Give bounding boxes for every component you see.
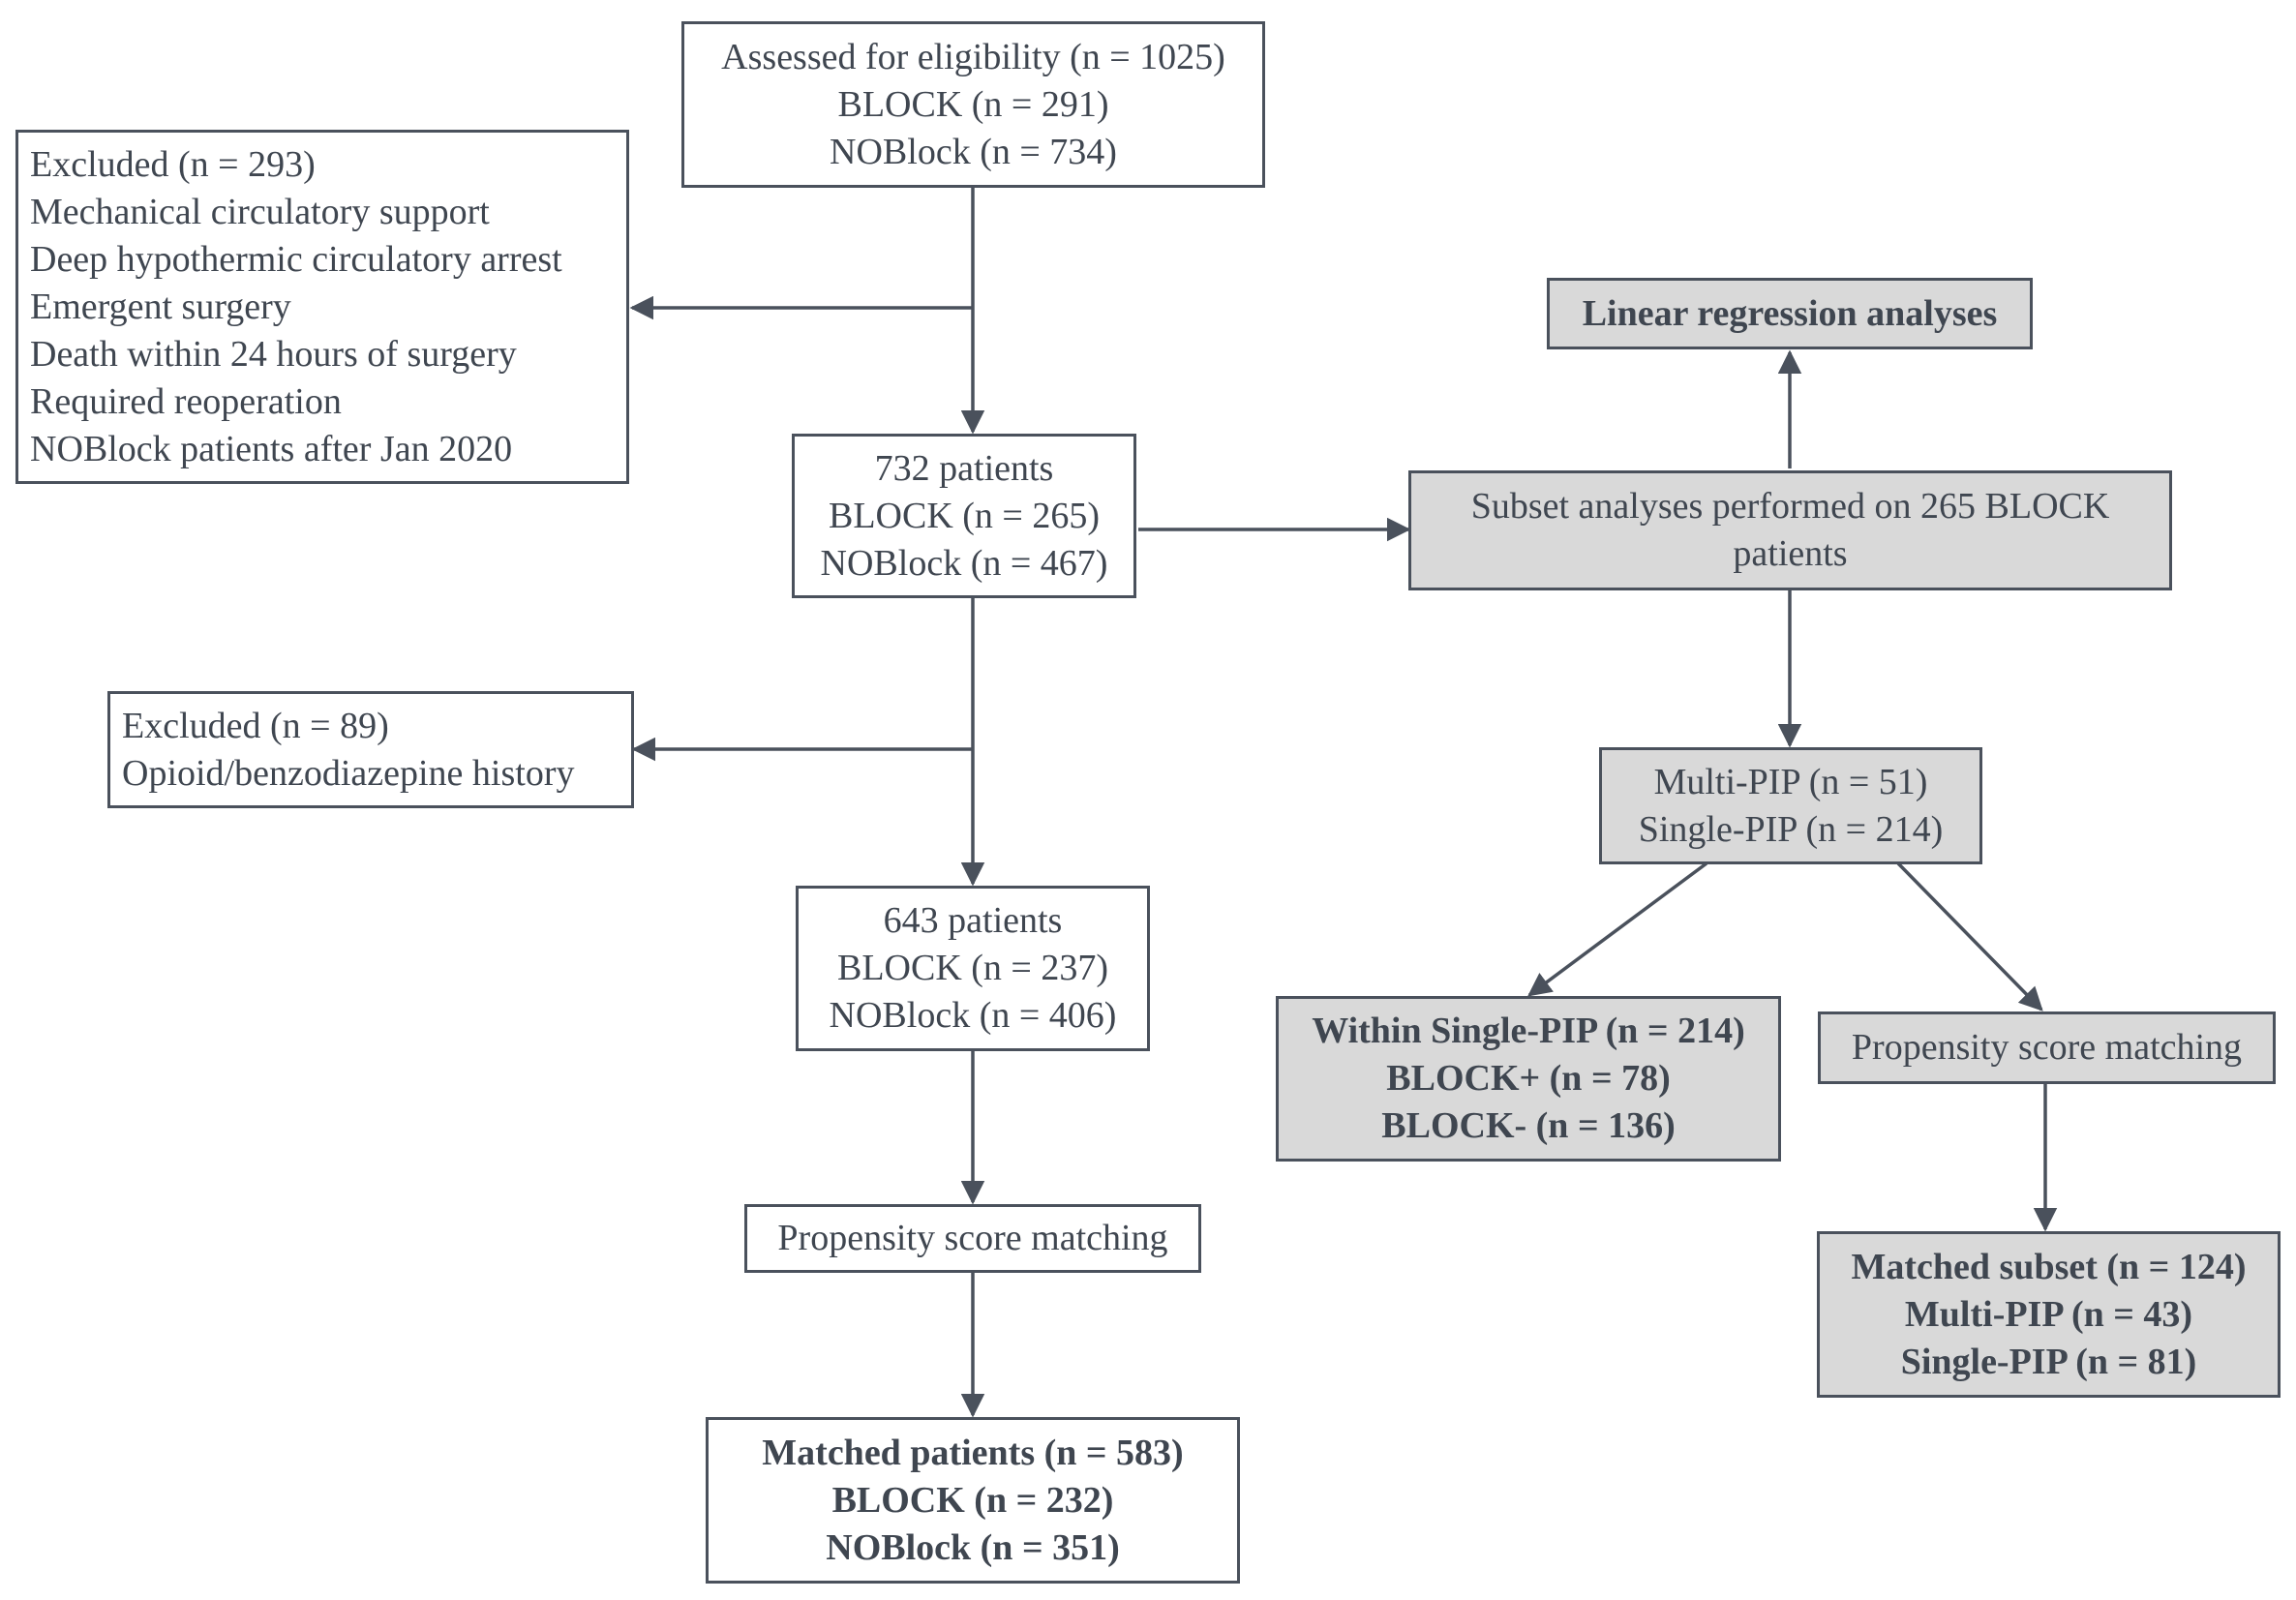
cohort-643-box: 643 patients BLOCK (n = 237) NOBlock (n … xyxy=(796,886,1150,1051)
within-single-block-minus: BLOCK- (n = 136) xyxy=(1381,1105,1676,1146)
psm-subset-label: Propensity score matching xyxy=(1851,1027,2243,1068)
excluded-reason: Mechanical circulatory support xyxy=(30,191,490,232)
excluded-reason: Emergent surgery xyxy=(30,286,291,327)
linear-regression-box: Linear regression analyses xyxy=(1547,278,2033,349)
cohort-732-title: 732 patients xyxy=(874,447,1054,489)
assessed-noblock: NOBlock (n = 734) xyxy=(830,131,1117,172)
excluded-reason: Opioid/benzodiazepine history xyxy=(122,752,575,794)
excluded-reason: Deep hypothermic circulatory arrest xyxy=(30,238,562,280)
excluded-reason: NOBlock patients after Jan 2020 xyxy=(30,428,513,469)
assessed-box: Assessed for eligibility (n = 1025) BLOC… xyxy=(681,21,1265,188)
matched-main-box: Matched patients (n = 583) BLOCK (n = 23… xyxy=(706,1417,1240,1584)
subset-analyses-box: Subset analyses performed on 265 BLOCK p… xyxy=(1408,470,2172,590)
assessed-title: Assessed for eligibility (n = 1025) xyxy=(721,36,1225,77)
subset-analyses-line2: patients xyxy=(1733,533,1848,574)
within-single-block-plus: BLOCK+ (n = 78) xyxy=(1386,1058,1671,1099)
excluded-293-title: Excluded (n = 293) xyxy=(30,143,316,185)
psm-main-label: Propensity score matching xyxy=(777,1218,1168,1258)
cohort-643-title: 643 patients xyxy=(883,900,1063,941)
matched-main-block: BLOCK (n = 232) xyxy=(831,1479,1114,1521)
matched-subset-title: Matched subset (n = 124) xyxy=(1851,1246,2247,1287)
matched-subset-box: Matched subset (n = 124) Multi-PIP (n = … xyxy=(1817,1231,2281,1398)
pip-split-multi: Multi-PIP (n = 51) xyxy=(1653,761,1928,802)
excluded-89-title: Excluded (n = 89) xyxy=(122,705,389,746)
matched-main-title: Matched patients (n = 583) xyxy=(762,1432,1184,1473)
cohort-732-block: BLOCK (n = 265) xyxy=(828,495,1101,536)
matched-main-noblock: NOBlock (n = 351) xyxy=(826,1526,1120,1568)
assessed-block: BLOCK (n = 291) xyxy=(837,83,1109,125)
matched-subset-single: Single-PIP (n = 81) xyxy=(1900,1341,2197,1382)
excluded-89-box: Excluded (n = 89) Opioid/benzodiazepine … xyxy=(107,691,634,808)
matched-subset-multi: Multi-PIP (n = 43) xyxy=(1904,1293,2193,1335)
cohort-732-noblock: NOBlock (n = 467) xyxy=(820,542,1108,584)
arrow-pip-to-psm-subset xyxy=(1896,861,2043,1011)
psm-subset-box: Propensity score matching xyxy=(1818,1011,2276,1084)
cohort-732-box: 732 patients BLOCK (n = 265) NOBlock (n … xyxy=(792,434,1136,598)
arrow-pip-to-within-single xyxy=(1527,861,1708,997)
pip-split-single: Single-PIP (n = 214) xyxy=(1638,808,1944,850)
excluded-reason: Required reoperation xyxy=(30,380,342,422)
linear-regression-label: Linear regression analyses xyxy=(1582,292,1998,334)
excluded-reason: Death within 24 hours of surgery xyxy=(30,333,517,375)
excluded-293-box: Excluded (n = 293) Mechanical circulator… xyxy=(15,130,629,484)
within-single-pip-box: Within Single-PIP (n = 214) BLOCK+ (n = … xyxy=(1276,996,1781,1162)
cohort-643-block: BLOCK (n = 237) xyxy=(836,948,1109,988)
subset-analyses-line1: Subset analyses performed on 265 BLOCK xyxy=(1470,486,2110,527)
within-single-title: Within Single-PIP (n = 214) xyxy=(1312,1011,1745,1051)
cohort-643-noblock: NOBlock (n = 406) xyxy=(829,995,1117,1036)
psm-main-box: Propensity score matching xyxy=(744,1204,1201,1273)
pip-split-box: Multi-PIP (n = 51) Single-PIP (n = 214) xyxy=(1599,747,1982,864)
